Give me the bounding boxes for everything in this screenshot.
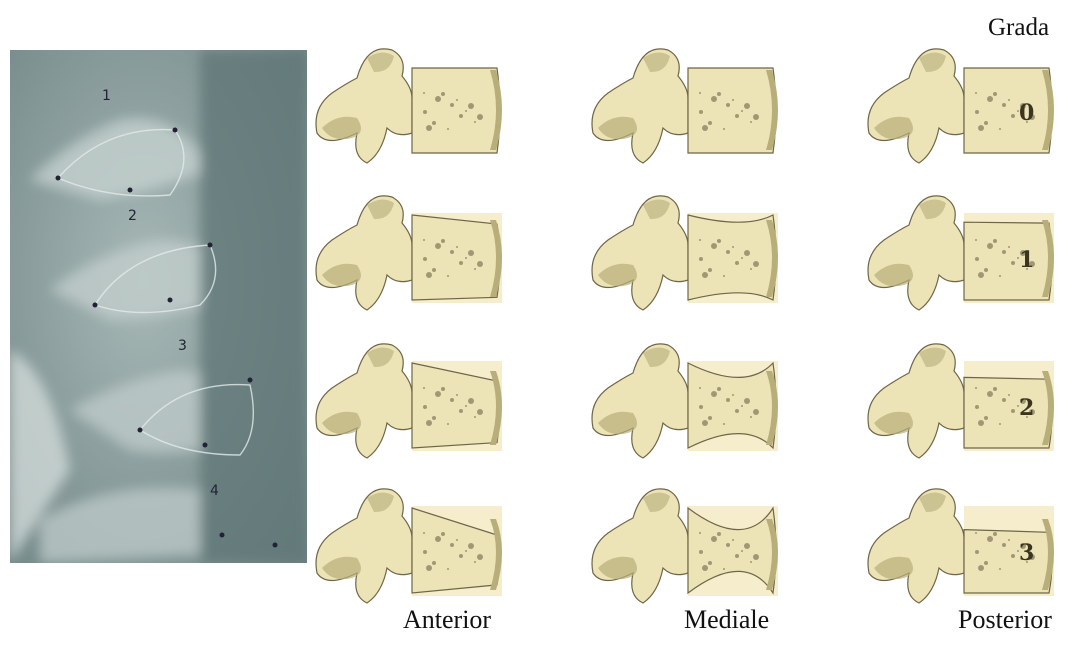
grade-number-1: 1	[1019, 247, 1034, 273]
vertebra-posterior-grade-3: 3	[864, 478, 1059, 608]
grade-number-3: 3	[1019, 540, 1034, 566]
vertebra-anterior-grade-0	[312, 38, 507, 168]
xray-vertebra-label: 4	[210, 483, 219, 499]
grade-number-0: 0	[1019, 100, 1034, 126]
grade-number-2: 2	[1019, 395, 1034, 421]
xray-vertebra-label: 3	[178, 338, 187, 354]
column-label-posterior: Posterior	[958, 605, 1052, 635]
vertebra-anterior-grade-3	[312, 478, 507, 608]
vertebra-mediale-grade-1	[588, 185, 783, 315]
spine-xray-image: 1 2 3 4	[10, 50, 307, 563]
xray-vertebra-label: 1	[102, 88, 111, 104]
vertebra-mediale-grade-3	[588, 478, 783, 608]
vertebra-posterior-grade-0: 0	[864, 38, 1059, 168]
column-label-anterior: Anterior	[403, 605, 491, 635]
vertebra-mediale-grade-2	[588, 333, 783, 463]
vertebra-anterior-grade-2	[312, 333, 507, 463]
vertebra-anterior-grade-1	[312, 185, 507, 315]
vertebra-posterior-grade-1: 1	[864, 185, 1059, 315]
vertebra-posterior-grade-2: 2	[864, 333, 1059, 463]
vertebra-mediale-grade-0	[588, 38, 783, 168]
xray-vertebra-label: 2	[128, 208, 137, 224]
column-label-mediale: Mediale	[684, 605, 769, 635]
